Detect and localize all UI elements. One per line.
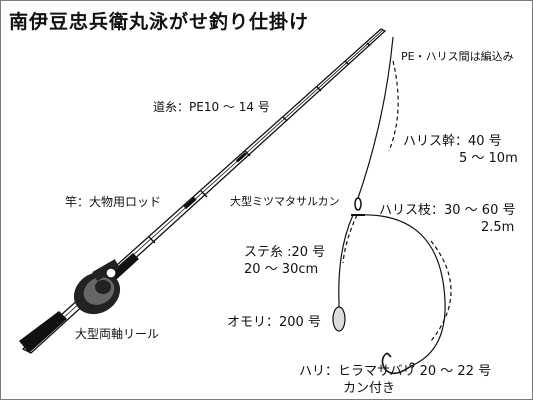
main-line-dashed [388, 60, 399, 152]
harisu-branch-dashed [430, 240, 452, 342]
main-line [356, 36, 394, 202]
hook-type: カン付き [343, 381, 396, 396]
sinker-line-length: 20 ～ 30cm [244, 262, 319, 277]
sinker-label: オモリ：200 号 [227, 315, 321, 330]
reel-illustration [73, 259, 121, 315]
harisu-branch-line [356, 214, 446, 367]
harisu-branch-label: ハリス枝：30 ～ 60 号 [379, 203, 516, 218]
reel-label: 大型両軸リール [75, 327, 160, 341]
hook-label: ハリ：ヒラマサバリ 20 ～ 22 号 [299, 364, 492, 379]
harisu-trunk-label: ハリス幹：40 号 [403, 134, 502, 149]
swivel-label: 大型ミツマタサルカン [230, 195, 340, 208]
rod-grip [19, 311, 67, 353]
sinker-line [338, 214, 354, 304]
diagram-title: 南伊豆忠兵衛丸泳がせ釣り仕掛け [9, 11, 310, 33]
harisu-trunk-length: 5 ～ 10m [459, 151, 518, 166]
sinker-line-label: ステ糸 :20 号 [244, 245, 326, 260]
fishing-rod [19, 28, 387, 354]
hook-illustration [381, 352, 415, 375]
pe-leader-label: PE・ハリス間は編込み [401, 50, 514, 63]
swivel-illustration [351, 197, 365, 216]
rod-label: 竿：大物用ロッド [65, 195, 162, 209]
main-line-label: 道糸：PE10 ～ 14 号 [153, 100, 270, 114]
harisu-branch-length: 2.5m [481, 220, 515, 235]
sinker-illustration [332, 303, 346, 332]
